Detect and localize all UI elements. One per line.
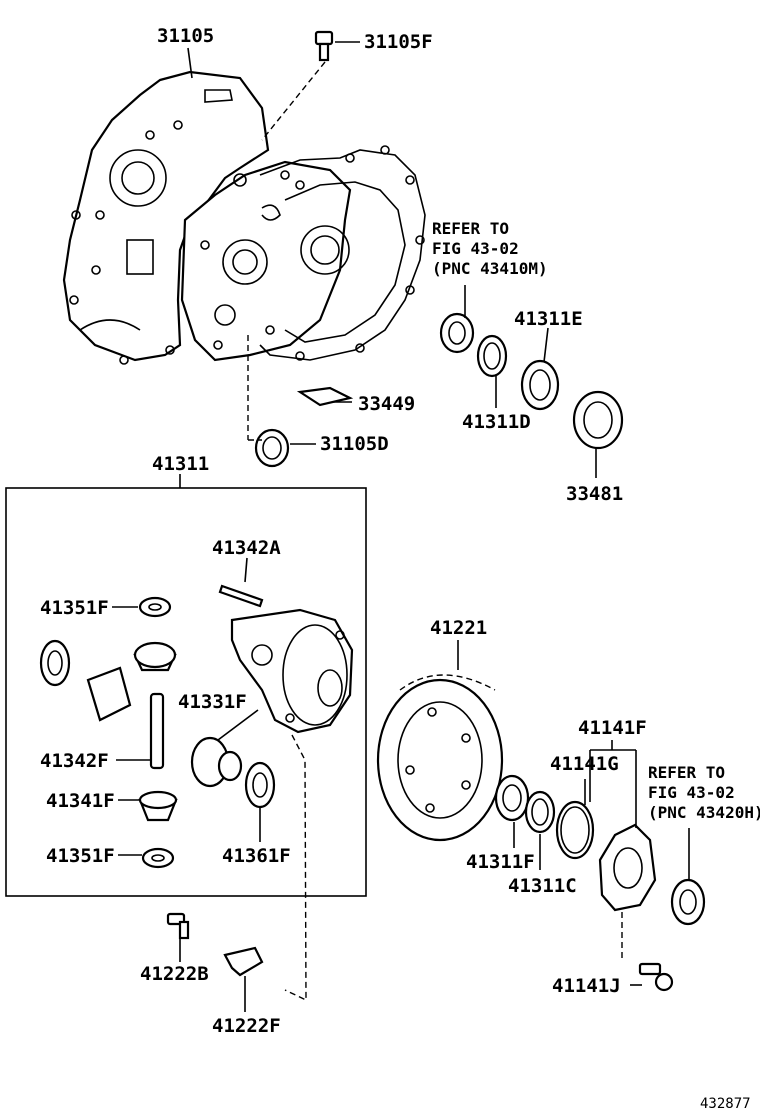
label-41141j: 41141J bbox=[552, 975, 621, 997]
label-41221: 41221 bbox=[430, 617, 487, 639]
leader-lines bbox=[112, 41, 690, 1012]
differential-case bbox=[230, 608, 354, 734]
thrust-washer-41361f bbox=[244, 761, 276, 809]
bolt-31105f bbox=[314, 30, 334, 62]
label-refer-top-line2: FIG 43-02 bbox=[432, 239, 519, 258]
oil-seal-refer-top bbox=[439, 312, 475, 354]
label-41222b: 41222B bbox=[140, 963, 209, 985]
bolt-41222b bbox=[166, 912, 190, 940]
figure-number: 432877 bbox=[700, 1096, 751, 1112]
bearing-41311e bbox=[520, 359, 560, 411]
lock-plate-41222f bbox=[223, 946, 264, 977]
differential-kit-box bbox=[5, 487, 367, 897]
label-31105f: 31105F bbox=[364, 31, 433, 53]
shim-41311d bbox=[476, 334, 508, 378]
label-33449: 33449 bbox=[358, 393, 415, 415]
pin-41342a bbox=[218, 584, 264, 608]
label-41361f: 41361F bbox=[222, 845, 291, 867]
label-refer-bottom-line2: FIG 43-02 bbox=[648, 783, 735, 802]
label-31105: 31105 bbox=[157, 25, 214, 47]
pinion-gear-top bbox=[133, 641, 177, 672]
label-41342f: 41342F bbox=[40, 750, 109, 772]
washer-41351f-bottom bbox=[141, 847, 175, 869]
label-41311c: 41311C bbox=[508, 875, 577, 897]
o-ring-41141g bbox=[555, 800, 595, 860]
label-41351f-top: 41351F bbox=[40, 597, 109, 619]
shim-41311c bbox=[524, 790, 556, 834]
oil-seal-refer-bottom bbox=[670, 878, 706, 926]
shaft-41342f bbox=[149, 692, 165, 770]
pinion-gear-41341f bbox=[138, 790, 178, 822]
label-41311: 41311 bbox=[152, 453, 209, 475]
label-41141g: 41141G bbox=[550, 753, 619, 775]
label-33481: 33481 bbox=[566, 483, 623, 505]
label-41311f: 41311F bbox=[466, 851, 535, 873]
label-41311e: 41311E bbox=[514, 308, 583, 330]
bearing-41311f bbox=[494, 774, 530, 822]
label-41342a: 41342A bbox=[212, 537, 281, 559]
label-41341f: 41341F bbox=[46, 790, 115, 812]
label-41351f-bottom: 41351F bbox=[46, 845, 115, 867]
label-refer-top-line1: REFER TO bbox=[432, 219, 509, 238]
label-31105d: 31105D bbox=[320, 433, 389, 455]
side-gear-left bbox=[86, 666, 132, 722]
dashed-lines bbox=[247, 61, 623, 1002]
label-41311d: 41311D bbox=[462, 411, 531, 433]
oil-seal-31105d bbox=[254, 428, 290, 468]
transaxle-housing-31105 bbox=[62, 70, 426, 365]
thrust-washer-left bbox=[39, 639, 71, 687]
bearing-retainer-41141f bbox=[598, 823, 657, 912]
label-41141f: 41141F bbox=[578, 717, 647, 739]
washer-41351f-top bbox=[138, 596, 172, 618]
ring-gear-41221 bbox=[376, 674, 504, 842]
label-refer-bottom-line3: (PNC 43420H) bbox=[648, 803, 760, 822]
plate-33449 bbox=[296, 386, 354, 407]
label-41331f: 41331F bbox=[178, 691, 247, 713]
label-41222f: 41222F bbox=[212, 1015, 281, 1037]
oil-seal-33481 bbox=[572, 390, 624, 450]
side-gear-41331f bbox=[190, 736, 243, 788]
bolt-41141j bbox=[638, 962, 674, 992]
label-refer-bottom-line1: REFER TO bbox=[648, 763, 725, 782]
label-refer-top-line3: (PNC 43410M) bbox=[432, 259, 548, 278]
